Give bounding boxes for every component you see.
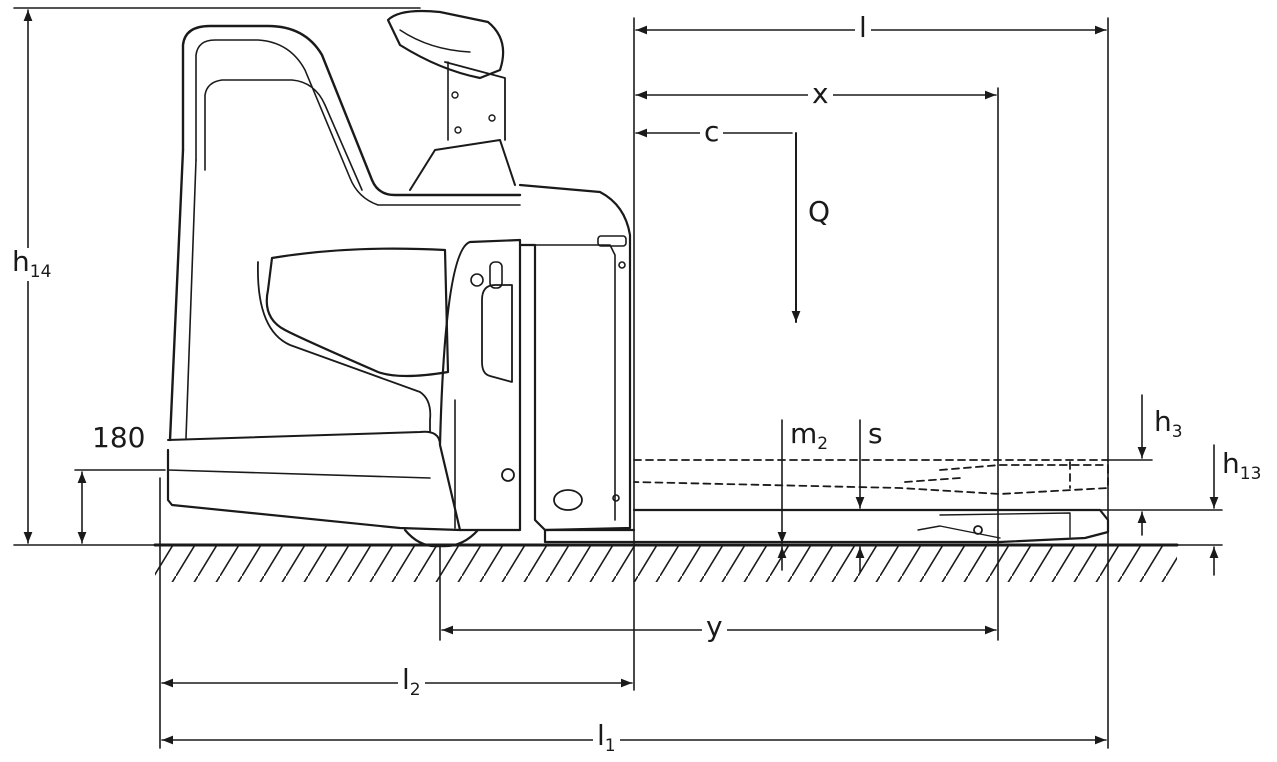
cage-rear-post [168, 148, 185, 442]
housing-logo [553, 489, 583, 511]
fork-lowered-wheel [973, 525, 983, 535]
cage-outer-tube [181, 24, 522, 197]
side-guard-window [265, 247, 450, 378]
chassis-badge-rect [489, 261, 503, 289]
steering-tiller-head [386, 9, 505, 80]
housing-screw-bottom [612, 494, 620, 502]
side-guard-lower [257, 261, 432, 433]
dim-label-x: x [808, 80, 833, 108]
console-screw-1 [451, 91, 459, 99]
drive-wheel [403, 528, 480, 548]
dim-label-h3: h3 [1154, 405, 1183, 442]
fork-raised [633, 459, 1109, 495]
dim-label-l: l [855, 14, 871, 42]
cage-inner-tube [195, 39, 521, 206]
dim-label-h14: h14 [8, 248, 56, 281]
dimension-lines [23, 9, 1219, 745]
fork-raised-tip-line [904, 477, 961, 483]
chassis-badge-hook [470, 273, 484, 287]
truck-body [166, 9, 632, 548]
ground-hatching [155, 546, 1177, 582]
dim-label-180: 180 [92, 421, 146, 454]
load-label-q: Q [808, 195, 831, 228]
fork-lowered-tip-line [917, 525, 1001, 539]
platform-edge [167, 469, 431, 479]
platform-bottom [166, 448, 462, 532]
fork-lowered-outline [543, 508, 1110, 544]
dim-label-l2: l2 [398, 666, 425, 699]
fork-lowered-roller-line [939, 512, 1071, 538]
fork-raised-outline [633, 459, 1109, 495]
dim-label-h13: h13 [1222, 447, 1262, 484]
dim-label-l1: l1 [593, 722, 620, 755]
ground [153, 543, 1179, 582]
dim-label-c: c [700, 118, 724, 146]
chassis-front-panel [438, 238, 522, 532]
console-body [409, 139, 516, 191]
chassis-door [481, 284, 513, 383]
console-screw-2 [454, 126, 462, 134]
motor-housing [518, 183, 632, 532]
fork-lowered [543, 508, 1110, 544]
cage-handle [204, 79, 363, 191]
fork-raised-inner-line [939, 464, 1109, 471]
dim-label-y: y [702, 613, 727, 641]
console-screw-3 [488, 114, 496, 122]
cage-rear-post-inner [185, 159, 197, 439]
dim-label-s: s [868, 417, 883, 450]
housing-screw-top [618, 261, 626, 269]
steering-tiller-grip [399, 29, 471, 53]
dim-label-m2: m2 [790, 417, 829, 454]
motor-housing-inner [534, 244, 616, 521]
housing-handle [597, 235, 627, 247]
chassis-bolt-upper [501, 468, 515, 482]
console-column [444, 61, 506, 141]
platform-top [167, 430, 441, 446]
